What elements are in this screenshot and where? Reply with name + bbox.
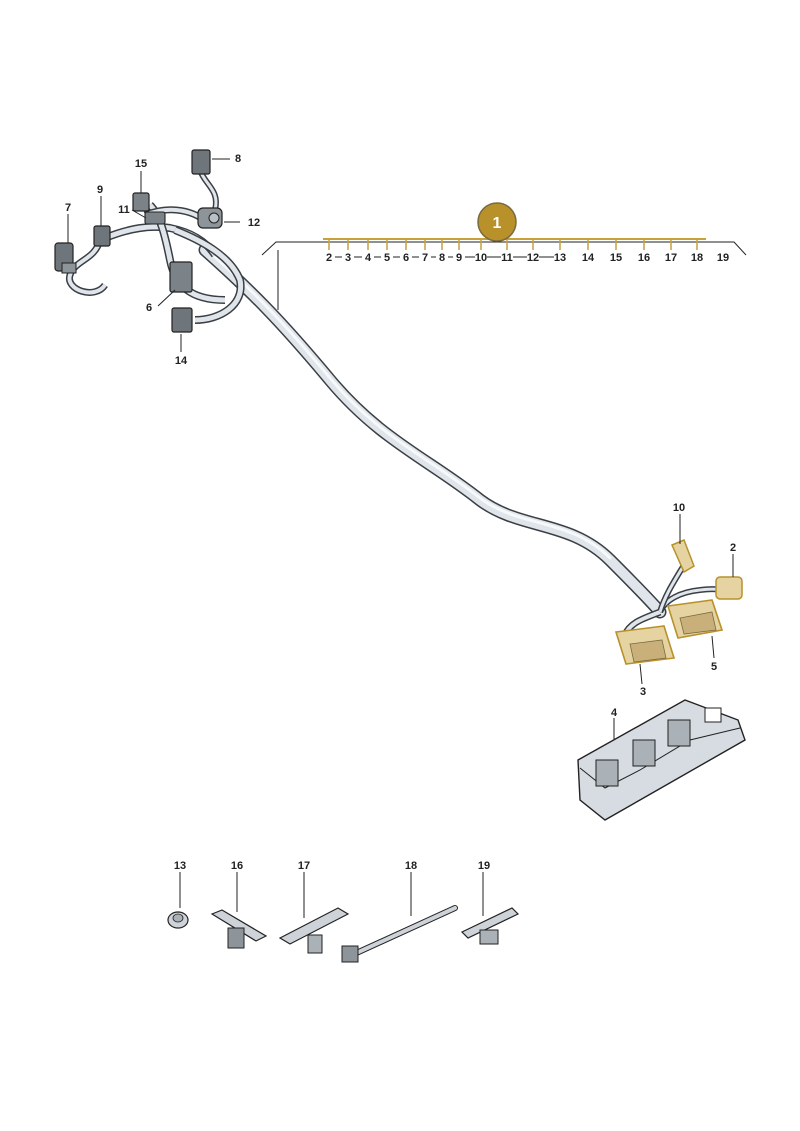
clip-19[interactable] (460, 907, 520, 945)
scale-number-14: 14 (582, 252, 595, 264)
scale-number-17: 17 (665, 252, 677, 264)
label-part-6: 6 (146, 302, 152, 314)
label-part-13: 13 (174, 860, 186, 872)
scale-number-7: 7 (422, 252, 428, 264)
connector-14[interactable] (171, 307, 193, 333)
connector-15[interactable] (132, 192, 150, 212)
scale-number-11: 11 (501, 252, 513, 264)
connector-10[interactable] (671, 539, 695, 574)
label-part-3: 3 (640, 686, 646, 698)
label-part-19: 19 (478, 860, 490, 872)
bracket-4[interactable] (577, 699, 746, 821)
scale-number-6: 6 (403, 252, 409, 264)
clip-16[interactable] (210, 909, 268, 949)
scale-number-8: 8 (439, 252, 445, 264)
scale-number-16: 16 (638, 252, 650, 264)
scale-number-4: 4 (365, 252, 372, 264)
scale-number-2: 2 (326, 252, 332, 264)
scale-number-19: 19 (717, 252, 729, 264)
callout-badge-number: 1 (493, 215, 502, 232)
connector-12[interactable] (197, 207, 223, 229)
scale-number-3: 3 (345, 252, 351, 264)
label-part-4: 4 (611, 707, 618, 719)
scale-number-15: 15 (610, 252, 622, 264)
clip-13[interactable] (167, 911, 189, 929)
label-part-5: 5 (711, 661, 717, 673)
scale-number-12: 12 (527, 252, 539, 264)
scale-number-9: 9 (456, 252, 462, 264)
label-part-2: 2 (730, 542, 736, 554)
leader-lines (67, 158, 734, 918)
connector-3[interactable] (614, 625, 676, 665)
label-part-8: 8 (235, 153, 241, 165)
scale-number-5: 5 (384, 252, 390, 264)
clip-17[interactable] (278, 907, 350, 954)
part-labels: 7 9 15 11 8 12 6 14 10 2 5 3 4 13 16 17 … (65, 153, 736, 872)
connector-2[interactable] (715, 576, 743, 600)
label-part-11: 11 (118, 204, 130, 216)
label-part-14: 14 (175, 355, 188, 367)
scale-number-13: 13 (554, 252, 566, 264)
label-part-12: 12 (248, 217, 260, 229)
connector-11[interactable] (144, 211, 166, 225)
label-part-9: 9 (97, 184, 103, 196)
connector-5[interactable] (666, 599, 724, 639)
scale-number-18: 18 (691, 252, 703, 264)
label-part-17: 17 (298, 860, 310, 872)
cable-tie-18[interactable] (341, 905, 458, 963)
label-part-10: 10 (673, 502, 685, 514)
label-part-18: 18 (405, 860, 417, 872)
connector-7[interactable] (54, 242, 77, 274)
scale-number-10: 10 (475, 252, 487, 264)
connector-9[interactable] (93, 225, 111, 247)
connector-6[interactable] (169, 261, 193, 293)
connector-8[interactable] (191, 149, 211, 175)
label-part-15: 15 (135, 158, 147, 170)
label-part-7: 7 (65, 202, 71, 214)
callout-badge-1[interactable]: 1 (477, 202, 517, 242)
label-part-16: 16 (231, 860, 243, 872)
scale-ticks (328, 239, 698, 250)
